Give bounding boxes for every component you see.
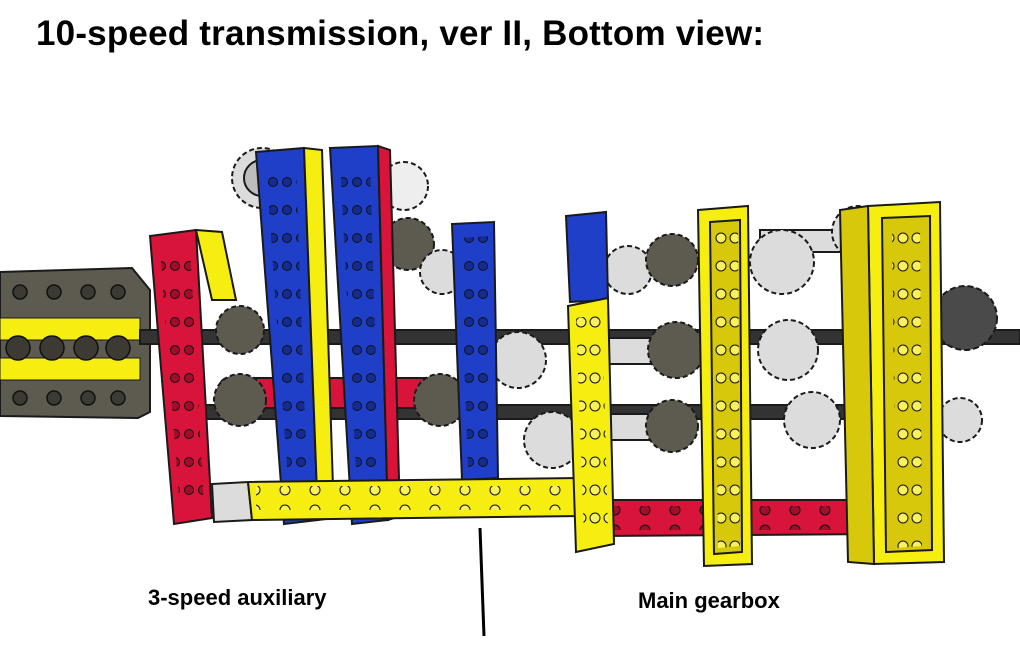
auxiliary-label: 3-speed auxiliary — [148, 585, 327, 610]
divider-line — [478, 527, 486, 637]
red-beam-left — [148, 228, 238, 526]
motor-block — [0, 266, 151, 420]
diagram-title: 10-speed transmission, ver II, Bottom vi… — [36, 14, 765, 53]
bottom-beams — [210, 476, 881, 538]
main-gearbox-label: Main gearbox — [638, 588, 780, 613]
